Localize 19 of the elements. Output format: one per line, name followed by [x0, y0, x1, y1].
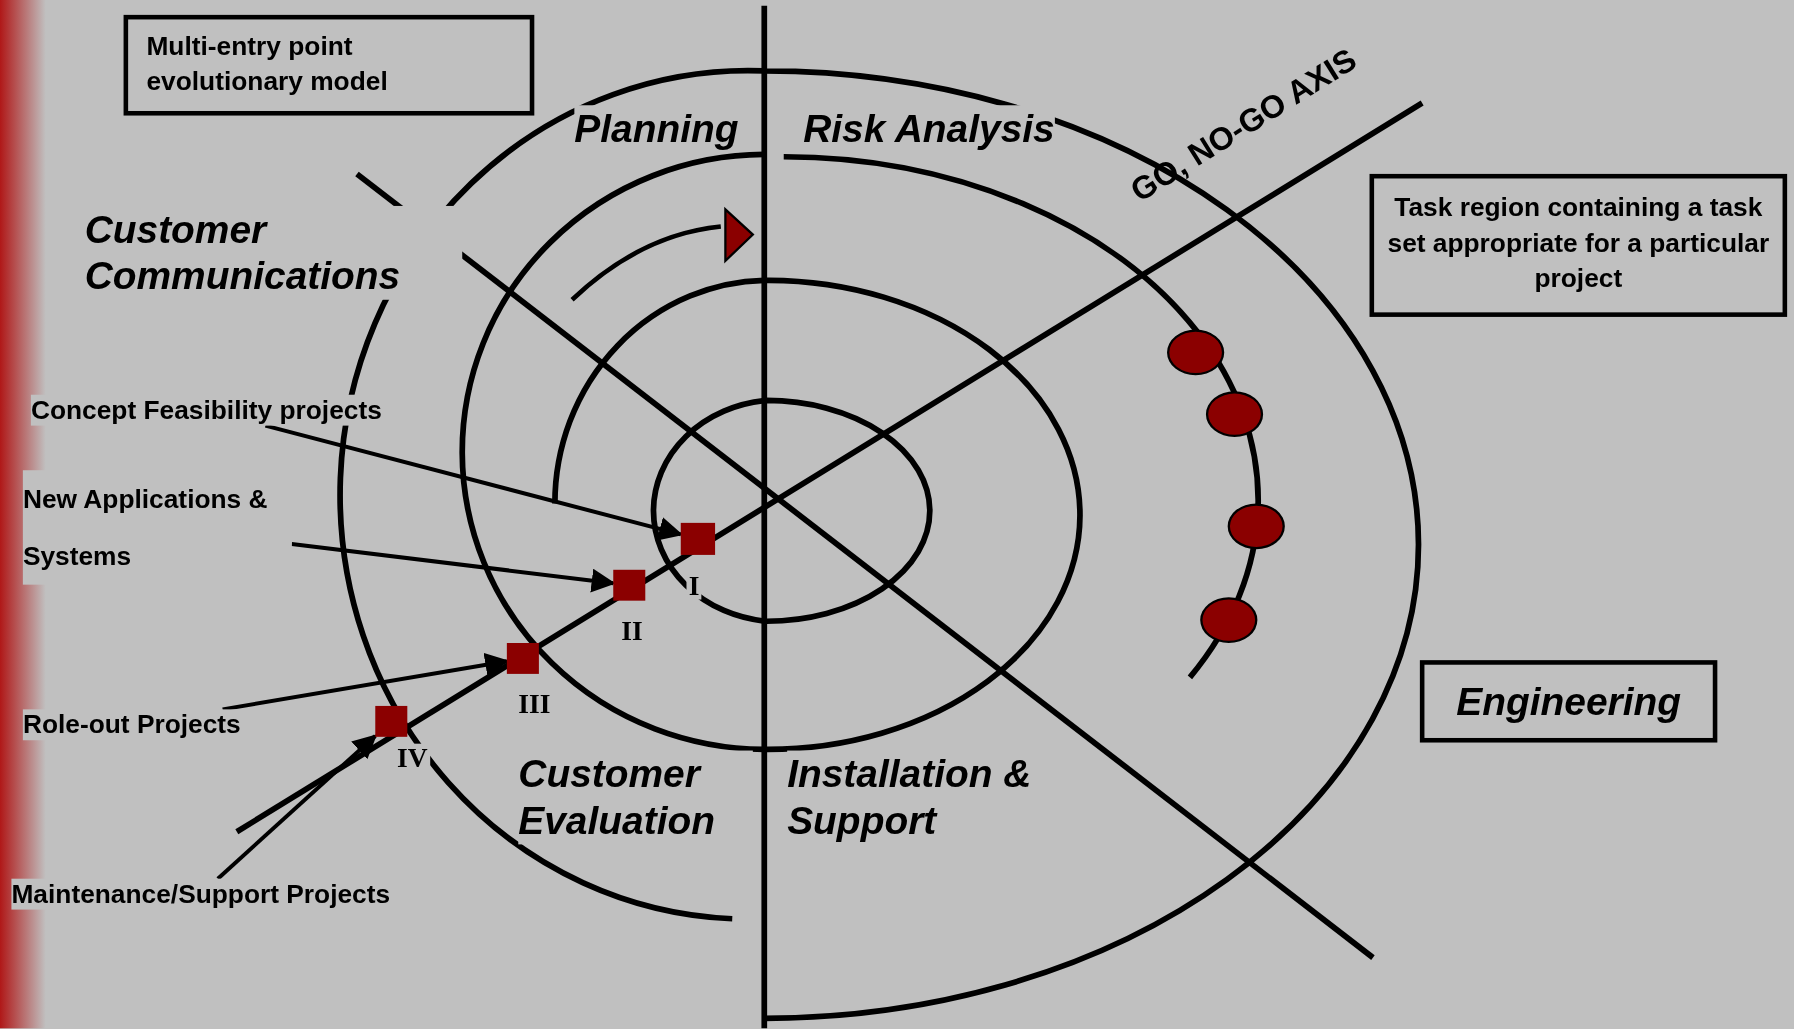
quadrant-box: Engineering: [1419, 660, 1718, 743]
callout-text: Role-out Projects: [22, 709, 241, 741]
entry-point-square: [506, 643, 539, 674]
callout-text: Concept Feasibility projects: [30, 394, 382, 426]
leader-line: [216, 734, 378, 881]
quadrant-label: Customer Communications: [84, 205, 463, 300]
entry-point-square: [613, 569, 646, 601]
title-box: Multi-entry point evolutionary model: [123, 14, 535, 116]
callout-text: Maintenance/Support Projects: [11, 878, 391, 910]
quadrant-label: Customer Evaluation: [518, 750, 753, 844]
entry-point-square: [375, 705, 408, 737]
note-box: Task region containing a task set appropriate for a particular project: [1369, 173, 1788, 317]
quadrant-label: Planning: [574, 105, 739, 152]
task-circle: [1167, 329, 1225, 376]
entry-point-square: [680, 522, 716, 555]
node-label: New Applications & Systems: [22, 483, 268, 571]
task-circle: [1200, 597, 1258, 643]
quadrant-label: Risk Analysis: [803, 105, 1055, 152]
callout-text: New Applications & Systems: [22, 470, 292, 585]
